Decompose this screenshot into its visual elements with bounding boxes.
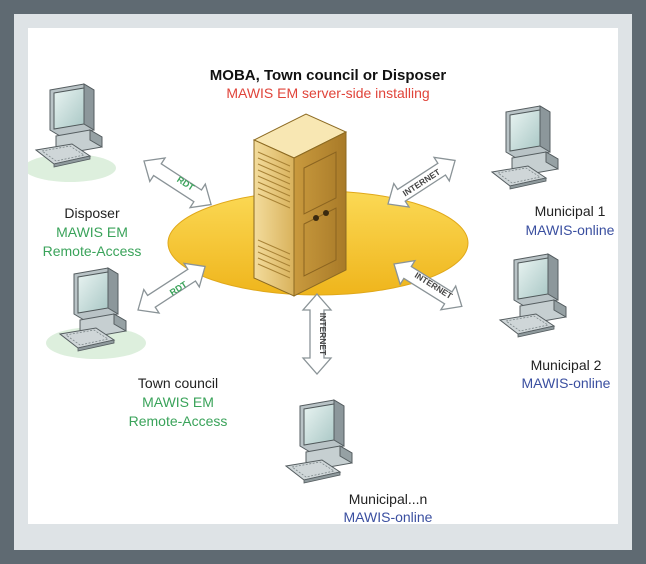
computer-icon (491, 105, 559, 190)
computer-icon (35, 83, 103, 168)
internet-upper-label: INTERNET (401, 166, 443, 198)
computer-icon (285, 399, 353, 484)
outer-frame: RDT RDT INTERNET INTERNET INTERNET (14, 14, 632, 550)
computer-icon (499, 253, 567, 338)
server-icon (252, 113, 348, 297)
diagram-title: MOBA, Town council or Disposer (209, 67, 447, 84)
internet-down-label: INTERNET (318, 313, 328, 356)
diagram-subtitle: MAWIS EM server-side installing (226, 85, 430, 101)
network-diagram: RDT RDT INTERNET INTERNET INTERNET (28, 83, 567, 484)
diagram-canvas: RDT RDT INTERNET INTERNET INTERNET (28, 28, 618, 524)
